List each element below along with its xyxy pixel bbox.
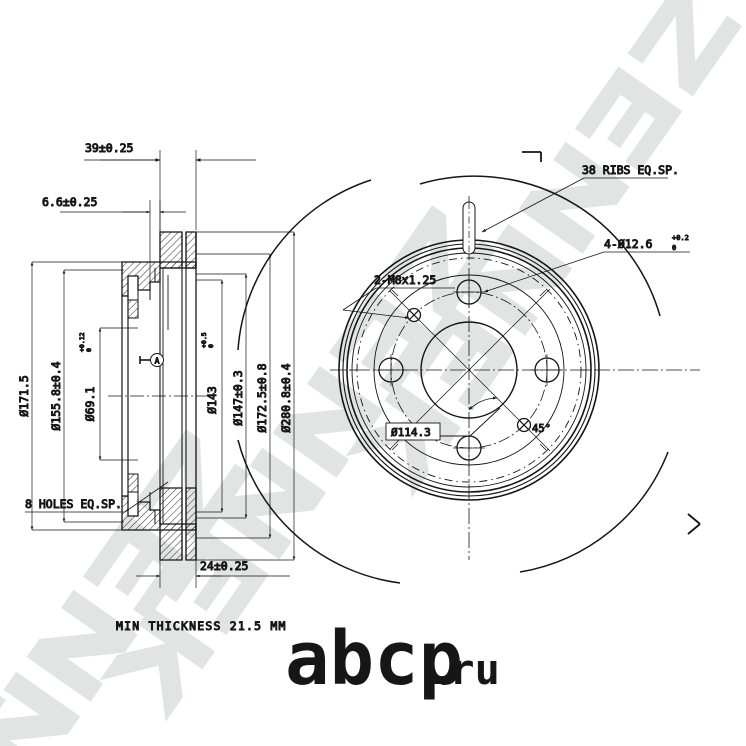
dim-24	[136, 560, 290, 588]
dim-69-1-lower-tol: 0	[85, 348, 93, 352]
diagonal-axes	[389, 288, 551, 452]
dim-6-6	[60, 200, 186, 282]
dim-69-1-label: Ø69.1	[83, 387, 97, 422]
callout-threaded-holes-label: 2-M8x1.25	[374, 273, 436, 287]
detail-marker-a	[139, 353, 164, 367]
detail-marker-a-label: A	[155, 357, 160, 366]
dim-143-lower-tol: 0	[207, 344, 215, 348]
dim-172-5	[196, 253, 272, 539]
vent-tick-marks	[349, 289, 589, 451]
dim-172-5-label: Ø172.5±0.8	[255, 363, 269, 432]
rib-detail	[462, 201, 476, 256]
plan-center-axes	[330, 196, 700, 560]
dim-147	[196, 273, 248, 519]
plan-view-geometry	[237, 151, 701, 584]
bore-step-top	[127, 299, 139, 319]
plan-view-callouts: 38 RIBS EQ.SP. 4-Ø12.6 +0.2 0 2-M8x1.25	[342, 163, 690, 441]
dim-280-8-label: Ø280.8±0.4	[279, 363, 293, 432]
dim-143-label: Ø143	[205, 386, 219, 414]
disc-outer-diameter-arc	[237, 175, 669, 584]
hat-flange-top	[121, 261, 197, 297]
dim-171-5	[30, 261, 124, 531]
watermark-ru-text: .ru	[424, 645, 500, 694]
dim-147-label: Ø147±0.3	[231, 370, 245, 425]
section-cut-marker-top	[522, 151, 542, 162]
note-8-holes-leader	[25, 481, 169, 513]
callout-angle-arc	[468, 396, 498, 411]
dim-280-8	[196, 231, 296, 561]
section-cut-marker-bottom	[687, 513, 701, 535]
callout-threaded-holes-leader	[342, 287, 455, 319]
watermark-abcp-text: abcp	[285, 616, 463, 702]
hat-flange-bottom	[121, 495, 197, 531]
dim-69-1	[98, 327, 138, 461]
note-8-holes-label: 8 HOLES EQ.SP.	[25, 497, 122, 511]
dim-39-label: 39±0.25	[85, 141, 133, 155]
callout-pcd-label: Ø114.3	[391, 426, 431, 439]
callout-ribs-label: 38 RIBS EQ.SP.	[582, 163, 679, 177]
dim-24-label: 24±0.25	[200, 559, 248, 573]
callout-bolt-holes-leader	[483, 251, 690, 293]
dim-155-8	[62, 269, 124, 523]
callout-ribs-leader	[481, 177, 668, 233]
callout-bolt-holes-lower-tol: 0	[672, 244, 676, 252]
section-view-geometry: A	[108, 231, 210, 561]
dim-155-8-label: Ø155.8±0.4	[49, 361, 63, 430]
note-min-thickness-label: MIN THICKNESS 21.5 MM	[116, 619, 287, 633]
section-view-dimensions: 39±0.25 6.6±0.25 24±0.25	[17, 141, 296, 634]
dim-143-upper-tol: +0.5	[200, 332, 208, 348]
dim-69-1-upper-tol: +0.12	[78, 332, 86, 352]
callout-pcd-box	[385, 407, 501, 441]
dim-143	[196, 279, 224, 513]
callout-angle-label: 45°	[532, 423, 551, 435]
callout-bolt-holes-label: 4-Ø12.6	[604, 237, 653, 251]
dim-6-6-label: 6.6±0.25	[42, 195, 97, 209]
bore-step-bottom	[127, 473, 139, 493]
watermark-footer-logo: abcp .ru	[285, 616, 500, 702]
dim-171-5-label: Ø171.5	[17, 375, 31, 417]
callout-bolt-holes-upper-tol: +0.2	[672, 234, 689, 242]
